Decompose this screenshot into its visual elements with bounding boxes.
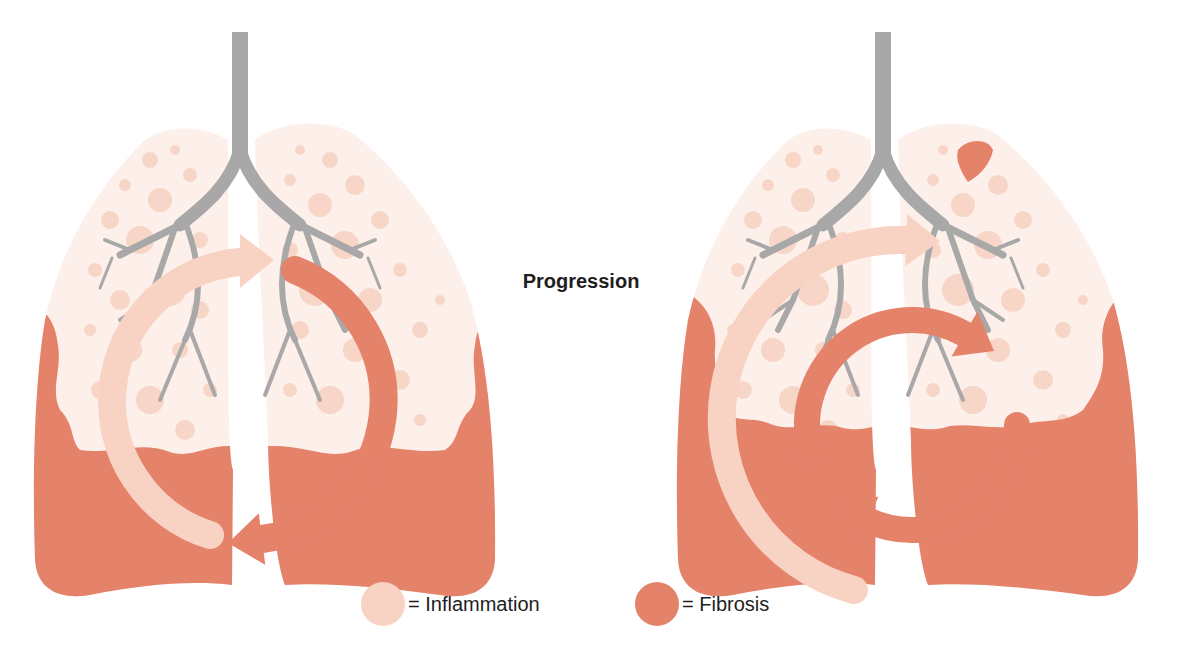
fibrosis-arrow	[868, 425, 1017, 530]
legend-text: = Fibrosis	[682, 593, 769, 616]
arrow-head	[228, 513, 265, 565]
fibrosis-arrow	[807, 320, 964, 452]
inflammation-arrow	[112, 262, 240, 535]
arrow-head	[837, 497, 879, 544]
legend-text: = Inflammation	[408, 593, 540, 616]
fibrosis-patch	[957, 141, 993, 182]
airway-tree	[100, 32, 380, 400]
arrow-head	[952, 312, 995, 357]
legend-swatch	[635, 582, 679, 626]
progressed-arrows	[722, 214, 1017, 590]
fibrosis-streak	[643, 165, 713, 235]
arrow-head	[905, 214, 940, 266]
fibrosis-arrow	[262, 270, 384, 539]
airway-tree	[743, 32, 1023, 400]
stage-label: Progression	[523, 270, 640, 293]
arrow-head	[240, 234, 274, 288]
lungs-progressed	[643, 32, 1173, 666]
legend-swatch	[361, 582, 405, 626]
lungs-early	[0, 32, 530, 666]
